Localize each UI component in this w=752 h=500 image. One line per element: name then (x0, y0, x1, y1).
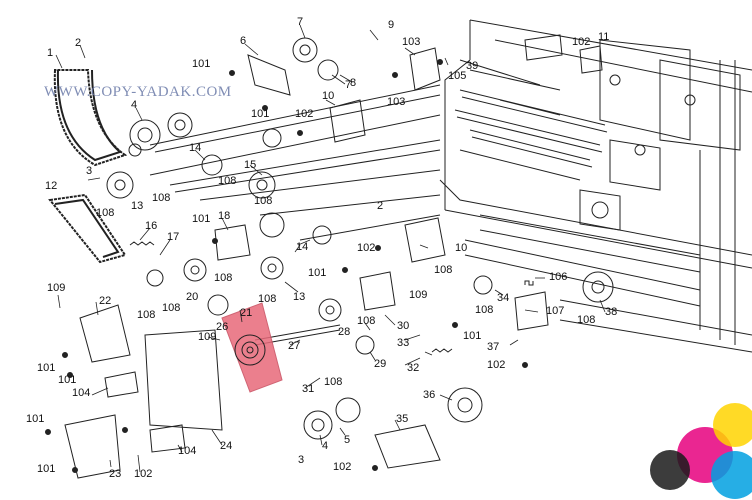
leader-lines (55, 24, 606, 473)
callout-101: 101 (58, 374, 77, 386)
callout-102: 102 (134, 468, 153, 480)
callout-102: 102 (572, 36, 591, 48)
callout-108: 108 (214, 272, 233, 284)
callout-24: 24 (220, 440, 233, 452)
watermark-text: WWW.COPY-YADAK.COM (44, 84, 232, 100)
chassis-frame (439, 19, 752, 353)
callout-21: 21 (240, 307, 253, 319)
callout-8: 8 (350, 77, 357, 89)
callout-101: 101 (192, 213, 211, 225)
callout-108: 108 (357, 315, 376, 327)
callout-16: 16 (145, 220, 158, 232)
callout-101: 101 (37, 463, 56, 475)
callout-12: 12 (45, 180, 58, 192)
callout-29: 29 (374, 358, 387, 370)
callout-102: 102 (487, 359, 506, 371)
callout-17: 17 (167, 231, 180, 243)
callout-11: 11 (598, 31, 610, 43)
callout-7: 7 (297, 16, 304, 28)
callout-108: 108 (324, 376, 343, 388)
brackets (64, 34, 603, 479)
callout-108: 108 (577, 314, 596, 326)
callout-13: 13 (293, 291, 306, 303)
screws (45, 59, 528, 473)
callout-31: 31 (302, 383, 315, 395)
callout-30: 30 (397, 320, 410, 332)
callout-108: 108 (96, 207, 115, 219)
callout-14: 14 (296, 241, 309, 253)
callout-7: 7 (345, 79, 352, 91)
callout-18: 18 (218, 210, 231, 222)
yadak-logo (650, 403, 752, 499)
callout-109: 109 (198, 331, 217, 343)
gears (106, 37, 614, 440)
callout-108: 108 (258, 293, 277, 305)
belt-1 (53, 69, 128, 167)
callout-101: 101 (251, 108, 270, 120)
belt-12 (48, 193, 127, 264)
callout-101: 101 (308, 267, 327, 279)
callout-6: 6 (240, 35, 247, 47)
callout-33: 33 (397, 337, 410, 349)
shafts (454, 59, 608, 181)
callout-4: 4 (322, 440, 329, 452)
callout-36: 36 (423, 389, 436, 401)
callout-101: 101 (463, 330, 482, 342)
callout-32: 32 (407, 362, 420, 374)
callout-103: 103 (387, 96, 406, 108)
callout-108: 108 (137, 309, 156, 321)
callout-13: 13 (131, 200, 144, 212)
callout-102: 102 (333, 461, 352, 473)
callout-2: 2 (377, 200, 384, 212)
callout-14: 14 (189, 142, 202, 154)
callout-108: 108 (152, 192, 171, 204)
highlighted-part-26 (221, 302, 283, 393)
callout-108: 108 (254, 195, 273, 207)
callout-5: 5 (344, 434, 351, 446)
callout-108: 108 (162, 302, 181, 314)
callout-106: 106 (549, 271, 568, 283)
callout-22: 22 (99, 295, 112, 307)
callout-28: 28 (338, 326, 351, 338)
callout-39: 39 (466, 60, 479, 72)
callout-101: 101 (26, 413, 45, 425)
callout-104: 104 (178, 445, 197, 457)
springs (129, 241, 534, 353)
callout-104: 104 (72, 387, 91, 399)
callout-26: 26 (216, 321, 229, 333)
callout-34: 34 (497, 292, 510, 304)
callout-2: 2 (75, 37, 82, 49)
callout-107: 107 (546, 305, 565, 317)
callout-10: 10 (322, 90, 335, 102)
callout-101: 101 (192, 58, 211, 70)
callout-15: 15 (244, 159, 257, 171)
callout-101: 101 (37, 362, 56, 374)
callout-108: 108 (218, 175, 237, 187)
callout-109: 109 (47, 282, 66, 294)
callout-108: 108 (434, 264, 453, 276)
callout-103: 103 (402, 36, 421, 48)
callout-3: 3 (298, 454, 305, 466)
callout-109: 109 (409, 289, 428, 301)
callout-27: 27 (288, 340, 301, 352)
callout-1: 1 (47, 47, 54, 59)
callout-3: 3 (86, 165, 93, 177)
callout-102: 102 (295, 108, 314, 120)
callout-105: 105 (448, 70, 467, 82)
guide-rails (149, 84, 441, 241)
callout-37: 37 (487, 341, 500, 353)
callout-9: 9 (388, 19, 395, 31)
callout-20: 20 (186, 291, 199, 303)
callout-35: 35 (396, 413, 409, 425)
callout-23: 23 (109, 468, 122, 480)
callout-108: 108 (475, 304, 494, 316)
callout-10: 10 (455, 242, 468, 254)
callout-38: 38 (605, 306, 618, 318)
callout-102: 102 (357, 242, 376, 254)
callout-4: 4 (131, 99, 138, 111)
